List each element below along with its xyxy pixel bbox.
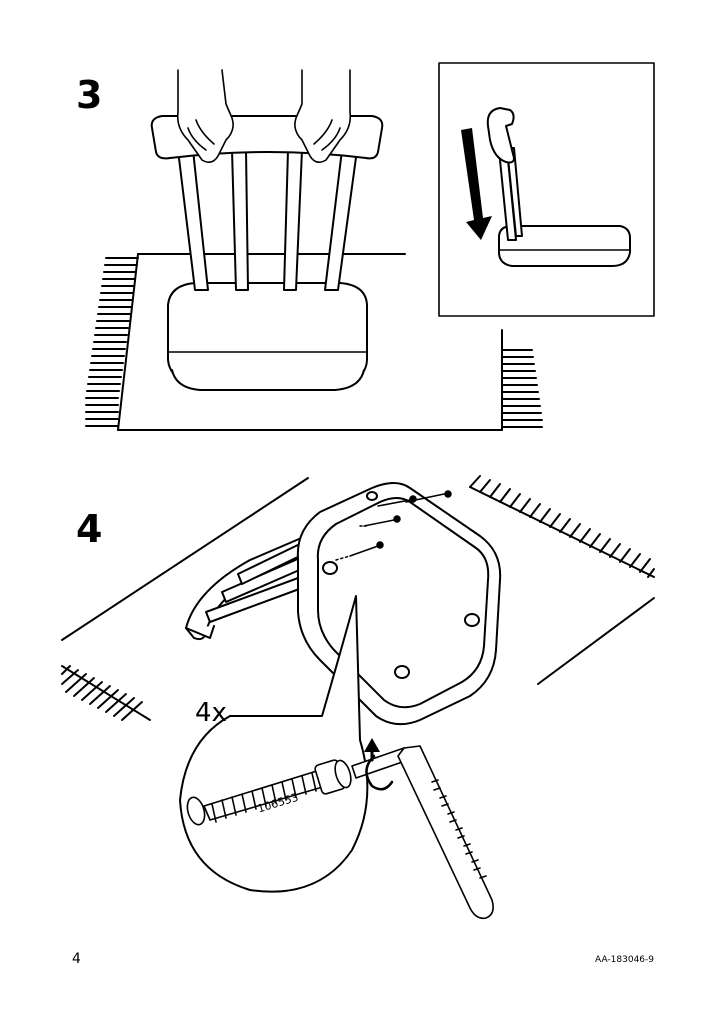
detail-callout-circle [179,595,369,893]
detail-screw [186,759,352,826]
step4-chair-back-spindles [185,529,327,641]
step3-rug-fringe-right [501,349,543,428]
step4-number: 4 [76,507,103,551]
step4-screws-small [335,490,452,561]
document-code: AA-183046-9 [595,955,654,965]
rotate-arrow-icon [364,738,394,791]
step3-down-arrow [461,128,492,240]
step4-rug-fringe-top [469,475,655,578]
step3-number: 3 [76,73,103,117]
step4-rug-fringe-bottom [61,665,151,721]
step3-detail-chair [486,107,631,267]
detail-allen-key [351,745,494,920]
page-number: 4 [72,951,81,967]
step3-chair-seat [167,282,368,391]
step4-rug [61,477,655,685]
step3-hands [176,69,352,164]
screw-quantity: 4x [195,698,227,728]
step3-rug-fringe-left [85,257,139,427]
step3-detail-box [438,62,655,317]
step3-chair-spindles [177,149,358,291]
